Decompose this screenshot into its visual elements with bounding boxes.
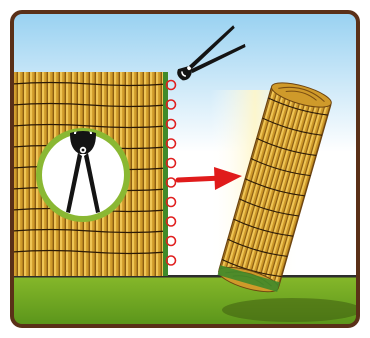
end-cutting-pliers-icon bbox=[177, 25, 246, 81]
roll-shadow bbox=[222, 298, 358, 322]
roll-weave-wire bbox=[233, 218, 294, 237]
roll-weave-wire bbox=[268, 97, 328, 116]
wire-tie-loop-icon bbox=[165, 196, 177, 208]
roll-weave-wire bbox=[250, 158, 311, 177]
wire-tie-loop-icon bbox=[165, 177, 177, 188]
fence-weave-wire bbox=[12, 228, 168, 234]
wire-tie-loop-icon bbox=[165, 235, 177, 247]
pliers-badge bbox=[36, 128, 130, 222]
wire-tie-loop-icon bbox=[165, 79, 177, 91]
wire-tie-loop-icon bbox=[165, 255, 177, 266]
roll-weave-wire bbox=[239, 198, 300, 217]
fence-weave-wire bbox=[12, 123, 168, 129]
wire-tie-loop-icon bbox=[165, 157, 177, 169]
arrow-right-icon bbox=[175, 167, 242, 190]
wire-tie-loop-icon bbox=[165, 118, 177, 130]
frame-border bbox=[10, 10, 360, 328]
fence-weave-wire bbox=[12, 249, 168, 255]
rolled-bamboo-mat bbox=[217, 82, 332, 293]
ground-line bbox=[12, 275, 358, 278]
fence-post bbox=[163, 72, 168, 276]
wire-tie-loops bbox=[165, 79, 177, 266]
wire-tie-loop-icon bbox=[165, 216, 177, 227]
fence-weave-wire bbox=[12, 102, 168, 108]
end-cutting-pliers-icon bbox=[66, 131, 100, 213]
roll-weave-wire bbox=[256, 137, 317, 156]
roll-weave-wire bbox=[262, 117, 323, 136]
roll-weave-wire bbox=[244, 178, 305, 197]
wire-tie-loop-icon bbox=[165, 99, 177, 110]
roll-weave-wire bbox=[227, 238, 288, 257]
fence-weave-wire bbox=[12, 81, 168, 87]
wire-tie-loop-icon bbox=[165, 138, 177, 149]
